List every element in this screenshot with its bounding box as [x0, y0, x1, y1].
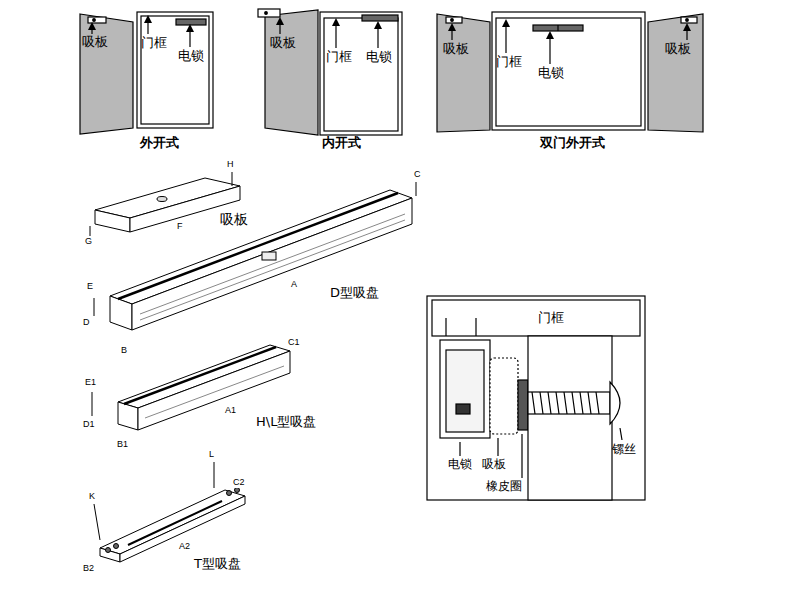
dimension-letter: C1 [287, 338, 301, 348]
part-label: 门框 [538, 311, 564, 325]
dimension-letter: K [88, 492, 96, 502]
dimension-letter: B2 [82, 564, 95, 574]
dimension-letter: G [84, 237, 93, 247]
part-label: T型吸盘 [194, 557, 241, 571]
double-door-view [437, 12, 703, 132]
dimension-letter: F [176, 222, 184, 232]
part-label: 门框 [496, 55, 522, 69]
view-caption: 外开式 [140, 136, 179, 150]
part-label: D型吸盘 [330, 286, 379, 300]
dimension-letter: A [290, 280, 298, 290]
part-label: 镙丝 [612, 443, 636, 456]
part-label: 吸板 [82, 35, 108, 49]
view-caption: 双门外开式 [540, 136, 605, 150]
t-type-maglock [94, 462, 245, 562]
dimension-letter: L [208, 450, 215, 460]
dimension-letter: B1 [116, 440, 129, 450]
d-type-maglock [94, 182, 416, 330]
dimension-letter: E1 [84, 378, 97, 388]
armature-plate [90, 172, 240, 236]
part-label: 电锁 [178, 49, 204, 63]
part-label: 电锁 [366, 50, 392, 64]
part-label: 吸板 [220, 212, 248, 227]
part-label: H\L型吸盘 [256, 415, 316, 429]
part-label: 电锁 [448, 458, 472, 471]
part-label: 橡皮圈 [486, 480, 522, 493]
dimension-letter: D [82, 318, 91, 328]
part-label: 门框 [141, 36, 167, 50]
dimension-letter: C [413, 170, 422, 180]
outward-door-view [80, 12, 213, 134]
part-label: 吸板 [665, 42, 691, 56]
dimension-letter: C2 [232, 478, 246, 488]
dimension-letter: H [226, 160, 235, 170]
view-caption: 内开式 [322, 136, 361, 150]
dimension-letter: D1 [82, 420, 96, 430]
section-inset [427, 296, 645, 500]
part-label: 吸板 [270, 36, 296, 50]
dimension-letter: A1 [224, 406, 237, 416]
dimension-letter: E [86, 282, 94, 292]
part-label: 吸板 [482, 458, 506, 471]
part-label: 门框 [326, 50, 352, 64]
inward-door-view [258, 9, 402, 135]
part-label: 电锁 [538, 66, 564, 80]
dimension-letter: A2 [178, 542, 191, 552]
part-label: 吸板 [443, 42, 469, 56]
dimension-letter: B [120, 346, 128, 356]
